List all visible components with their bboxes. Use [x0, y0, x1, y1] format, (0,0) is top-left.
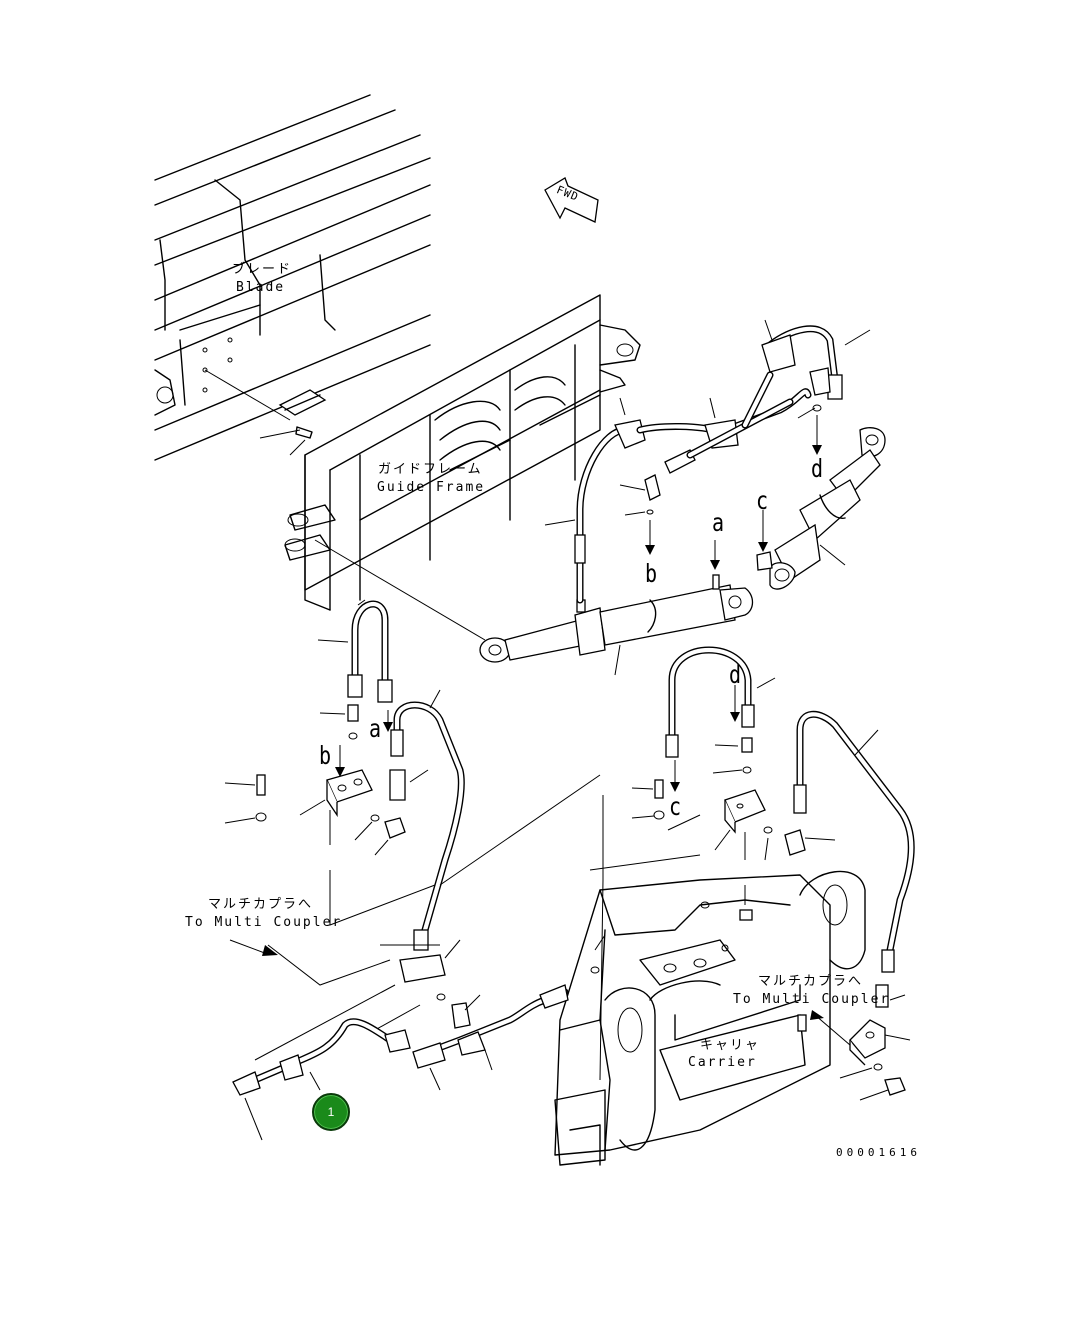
lift-cylinder-right [741, 319, 886, 590]
blade-label-jp: ブレード [232, 262, 293, 277]
guide-frame [284, 294, 641, 611]
carrier-label-en: Carrier [688, 1055, 757, 1070]
ref-b-left: b [319, 740, 332, 770]
fwd-arrow [544, 177, 599, 223]
left-valve-block-group [224, 599, 601, 934]
carrier-label-jp: キャリャ [700, 1038, 761, 1053]
multi-coupler-left-label-en: To Multi Coupler [185, 915, 343, 930]
ref-c-top: c [756, 485, 769, 515]
upper-hoses [544, 388, 812, 604]
multi-coupler-left-label-jp: マルチカプラへ [208, 897, 314, 912]
ref-c-right: c [669, 791, 682, 821]
ref-d-top: d [811, 453, 824, 483]
ref-a-left: a [369, 713, 382, 743]
multi-coupler-right-label-en: To Multi Coupler [733, 992, 891, 1007]
ref-d-right: d [729, 659, 742, 689]
ref-a-top: a [712, 507, 725, 537]
guide-frame-label-en: Guide Frame [377, 480, 486, 495]
guide-frame-label-jp: ガイドフレーム [378, 462, 483, 477]
ref-b-top: b [645, 558, 658, 588]
multi-coupler-right [810, 984, 911, 1101]
document-number: 00001616 [836, 1146, 921, 1159]
multi-coupler-hoses-left [229, 929, 569, 1141]
lift-cylinder-center [314, 539, 754, 676]
blade-assembly [154, 94, 431, 461]
blade-label-en: Blade [236, 280, 286, 295]
callout-marker-1[interactable]: 1 [312, 1093, 350, 1131]
right-valve-block-group [599, 646, 915, 1081]
carrier-frame [554, 854, 866, 1166]
multi-coupler-right-label-jp: マルチカプラへ [758, 974, 864, 989]
